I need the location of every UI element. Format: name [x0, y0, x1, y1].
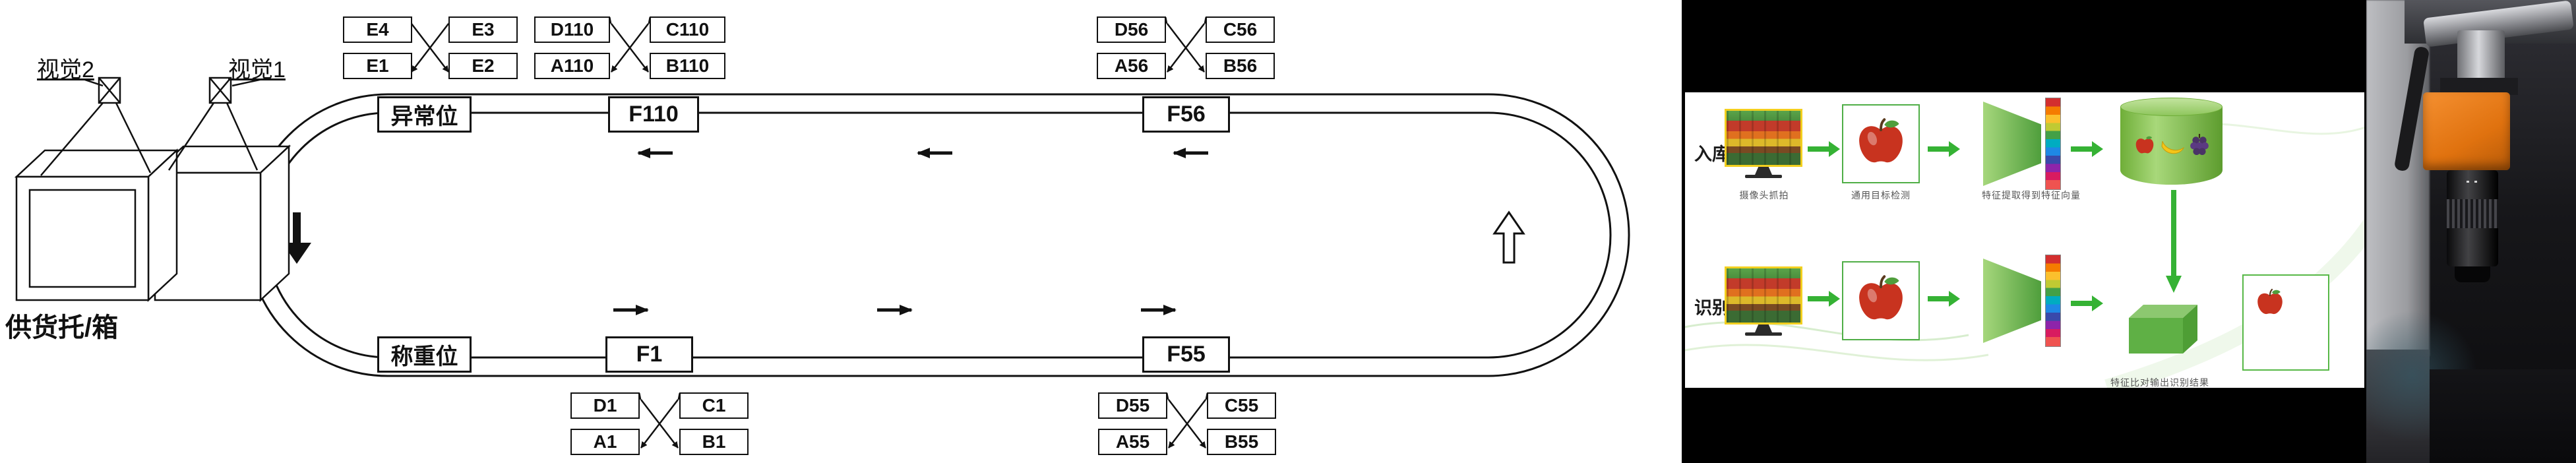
conveyor-diagram-canvas	[14, 16, 1630, 448]
match-engine-box	[2129, 305, 2197, 354]
caption-match-output: 特征比对输出识别结果	[2110, 377, 2209, 388]
station-abnormal: 异常位	[377, 96, 472, 133]
caption-detection: 通用目标检测	[1851, 190, 1911, 201]
slot-b110: B110	[650, 53, 725, 79]
conveyor-diagram: 视觉2 视觉1 供货托/箱 异常位 F110 F56 称重位 F1 F55 E4…	[5, 16, 1630, 455]
slot-a110: A110	[534, 53, 610, 79]
lens-tip	[2455, 266, 2490, 282]
cylinder-top	[2120, 98, 2223, 116]
green-down-arrow-icon	[2166, 190, 2182, 293]
detected-apple-box-top	[1842, 104, 1920, 183]
cross-transfer-arrows-55	[1162, 392, 1212, 448]
slot-e4: E4	[343, 16, 412, 43]
camera-monitor-top	[1725, 109, 1802, 178]
slot-e1: E1	[343, 53, 412, 79]
apple-icon	[2135, 136, 2154, 154]
slot-d56: D56	[1097, 16, 1166, 43]
monitor-screen	[1725, 109, 1802, 167]
orange-industrial-camera	[2423, 92, 2510, 170]
lens-focus-ring	[2447, 199, 2498, 228]
monitor-screen	[1725, 266, 1802, 324]
feature-vector-strip-bottom	[2045, 255, 2061, 347]
apple-icon	[1859, 118, 1903, 163]
slot-e2: E2	[448, 53, 518, 79]
camera-bracket	[2440, 78, 2518, 95]
green-arrow-icon	[1808, 291, 1840, 307]
cross-transfer-arrows-56	[1161, 16, 1211, 73]
slot-c55: C55	[1207, 392, 1276, 419]
caption-camera-capture: 摄像头抓拍	[1739, 190, 1789, 201]
feature-database-cylinder	[2120, 98, 2223, 185]
grapes-icon	[2190, 134, 2209, 155]
slot-a56: A56	[1097, 53, 1166, 79]
station-weighing: 称重位	[377, 336, 472, 373]
supply-crate-label: 供货托/箱	[5, 313, 119, 342]
recognition-result-box	[2242, 274, 2329, 371]
slot-b56: B56	[1206, 53, 1275, 79]
green-arrow-icon	[2071, 141, 2103, 157]
camera-lens	[2447, 170, 2498, 266]
green-arrow-icon	[1928, 141, 1960, 157]
slot-d55: D55	[1098, 392, 1167, 419]
slot-b1: B1	[679, 429, 749, 455]
lens-marking	[2474, 181, 2477, 183]
cross-transfer-arrows-1	[634, 392, 685, 448]
machine-base	[2430, 369, 2576, 463]
caption-feature-extraction: 特征提取得到特征向量	[1982, 190, 2081, 201]
monitor-base	[1745, 175, 1782, 178]
green-arrow-icon	[1928, 291, 1960, 307]
conveyor-track-inner	[264, 111, 1612, 359]
inbound-label: 入库	[1694, 144, 1730, 164]
slot-d1: D1	[570, 392, 640, 419]
supply-crate-drawing	[14, 144, 291, 302]
monitor-stand	[1755, 324, 1772, 332]
station-f55: F55	[1142, 336, 1230, 373]
apple-icon	[2257, 288, 2283, 315]
vision2-label: 视觉2	[37, 57, 94, 82]
cross-transfer-arrows-e	[405, 16, 455, 73]
recognize-label: 识别	[1694, 298, 1730, 318]
camera-monitor-bottom	[1725, 266, 1802, 336]
pipeline-slide: 入库 识别 摄像头抓拍 通用目标检测	[1685, 92, 2364, 388]
station-f56: F56	[1142, 96, 1230, 133]
cross-transfer-arrows-110	[605, 16, 655, 73]
slot-d110: D110	[534, 16, 610, 43]
monitor-stand	[1755, 167, 1772, 175]
vision1-label: 视觉1	[228, 57, 286, 82]
camera-rig-photo	[2366, 0, 2576, 463]
up-arrow-outline-icon	[1492, 210, 1525, 264]
feature-vector-strip-top	[2045, 98, 2061, 190]
vision-cameras-drawing	[40, 77, 263, 176]
green-arrow-icon	[1808, 141, 1840, 157]
banana-icon	[2161, 140, 2185, 154]
slot-a55: A55	[1098, 429, 1167, 455]
slide-panel: 入库 识别 摄像头抓拍 通用目标检测	[1682, 0, 2366, 463]
monitor-base	[1745, 332, 1782, 336]
slot-c56: C56	[1206, 16, 1275, 43]
green-arrow-icon	[2071, 295, 2103, 311]
apple-icon	[1859, 275, 1903, 320]
slot-b55: B55	[1207, 429, 1276, 455]
slot-e3: E3	[448, 16, 518, 43]
station-f1: F1	[605, 336, 693, 373]
conveyor-track-outer	[246, 93, 1630, 377]
slot-c110: C110	[650, 16, 725, 43]
slot-a1: A1	[570, 429, 640, 455]
station-f110: F110	[608, 96, 699, 133]
lens-marking	[2467, 181, 2469, 183]
detected-apple-box-bottom	[1842, 261, 1920, 340]
slot-c1: C1	[679, 392, 749, 419]
